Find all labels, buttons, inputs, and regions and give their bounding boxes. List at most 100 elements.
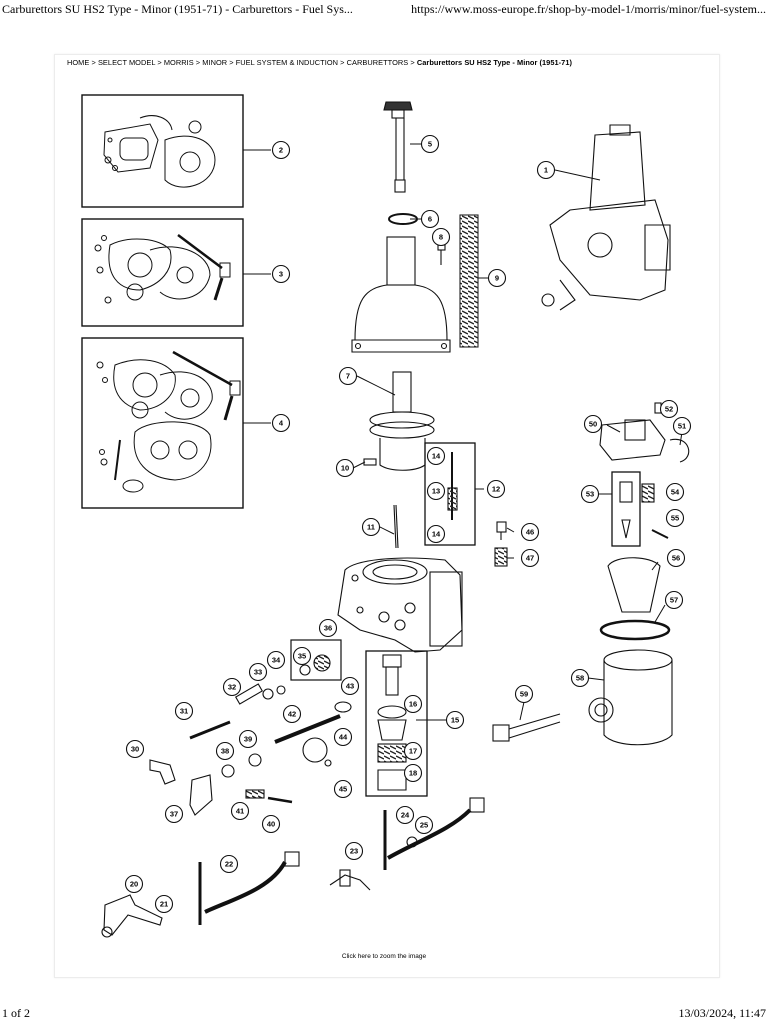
callout-label-22[interactable]: 22 (225, 860, 233, 869)
callout-label-32[interactable]: 32 (228, 683, 236, 692)
callout-label-35[interactable]: 35 (298, 652, 306, 661)
callout-circle[interactable] (344, 841, 364, 861)
callout-label-41[interactable]: 41 (236, 807, 244, 816)
breadcrumb-item-select-model[interactable]: SELECT MODEL (97, 58, 156, 67)
callout-label-23[interactable]: 23 (350, 847, 358, 856)
breadcrumb-item-home[interactable]: HOME (67, 58, 90, 67)
callout-label-50[interactable]: 50 (589, 420, 597, 429)
callout-circle[interactable] (487, 268, 507, 288)
callout-circle[interactable] (222, 677, 242, 697)
callout-label-42[interactable]: 42 (288, 710, 296, 719)
callout-circle[interactable] (664, 590, 684, 610)
callout-circle[interactable] (665, 482, 685, 502)
callout-circle[interactable] (520, 548, 540, 568)
callout-label-57[interactable]: 57 (670, 596, 678, 605)
callout-label-52[interactable]: 52 (665, 405, 673, 414)
callout-circle[interactable] (403, 694, 423, 714)
callout-label-14[interactable]: 14 (432, 452, 441, 461)
callout-circle[interactable] (666, 548, 686, 568)
callout-circle[interactable] (282, 704, 302, 724)
breadcrumb-item-morris[interactable]: MORRIS (163, 58, 194, 67)
callout-circle[interactable] (271, 413, 291, 433)
callout-circle[interactable] (125, 739, 145, 759)
callout-label-25[interactable]: 25 (420, 821, 428, 830)
callout-circle[interactable] (426, 446, 446, 466)
callout-label-46[interactable]: 46 (526, 528, 534, 537)
callout-circle[interactable] (215, 741, 235, 761)
breadcrumb-item-minor[interactable]: MINOR (202, 58, 228, 67)
callout-circle[interactable] (570, 668, 590, 688)
callout-circle[interactable] (124, 874, 144, 894)
callout-label-17[interactable]: 17 (409, 747, 417, 756)
callout-label-6[interactable]: 6 (428, 215, 432, 224)
callout-circle[interactable] (403, 763, 423, 783)
callout-circle[interactable] (333, 727, 353, 747)
callout-label-45[interactable]: 45 (339, 785, 347, 794)
callout-circle[interactable] (520, 522, 540, 542)
callout-circle[interactable] (665, 508, 685, 528)
callout-circle[interactable] (536, 160, 556, 180)
callout-label-53[interactable]: 53 (586, 490, 594, 499)
callout-circle[interactable] (426, 481, 446, 501)
callout-label-47[interactable]: 47 (526, 554, 534, 563)
callout-label-54[interactable]: 54 (671, 488, 680, 497)
callout-label-44[interactable]: 44 (339, 733, 348, 742)
callout-circle[interactable] (338, 366, 358, 386)
callout-label-13[interactable]: 13 (432, 487, 440, 496)
callout-circle[interactable] (333, 779, 353, 799)
callout-circle[interactable] (361, 517, 381, 537)
callout-label-12[interactable]: 12 (492, 485, 500, 494)
callout-circle[interactable] (266, 650, 286, 670)
callout-label-30[interactable]: 30 (131, 745, 139, 754)
callout-label-37[interactable]: 37 (170, 810, 178, 819)
callout-circle[interactable] (335, 458, 355, 478)
callout-circle[interactable] (420, 209, 440, 229)
callout-label-15[interactable]: 15 (451, 716, 459, 725)
callout-label-21[interactable]: 21 (160, 900, 168, 909)
callout-label-10[interactable]: 10 (341, 464, 349, 473)
callout-label-2[interactable]: 2 (279, 146, 283, 155)
callout-label-51[interactable]: 51 (678, 422, 686, 431)
callout-circle[interactable] (248, 662, 268, 682)
callout-label-11[interactable]: 11 (367, 523, 375, 532)
callout-label-7[interactable]: 7 (346, 372, 350, 381)
callout-circle[interactable] (395, 805, 415, 825)
callout-circle[interactable] (431, 227, 451, 247)
callout-circle[interactable] (672, 416, 692, 436)
callout-circle[interactable] (403, 741, 423, 761)
callout-label-14[interactable]: 14 (432, 530, 441, 539)
callout-label-33[interactable]: 33 (254, 668, 262, 677)
callout-label-36[interactable]: 36 (324, 624, 332, 633)
callout-label-5[interactable]: 5 (428, 140, 432, 149)
callout-circle[interactable] (164, 804, 184, 824)
zoom-image-link[interactable]: Click here to zoom the image (341, 953, 427, 960)
callout-circle[interactable] (445, 710, 465, 730)
callout-label-58[interactable]: 58 (576, 674, 584, 683)
callout-circle[interactable] (514, 684, 534, 704)
callout-circle[interactable] (486, 479, 506, 499)
callout-circle[interactable] (414, 815, 434, 835)
callout-circle[interactable] (271, 264, 291, 284)
callout-badges[interactable]: 1234567891011121314141516171820212223242… (124, 134, 692, 914)
callout-label-39[interactable]: 39 (244, 735, 252, 744)
callout-circle[interactable] (580, 484, 600, 504)
callout-label-3[interactable]: 3 (279, 270, 283, 279)
callout-circle[interactable] (659, 399, 679, 419)
callout-circle[interactable] (238, 729, 258, 749)
callout-circle[interactable] (230, 801, 250, 821)
callout-circle[interactable] (292, 646, 312, 666)
callout-circle[interactable] (261, 814, 281, 834)
callout-label-9[interactable]: 9 (495, 274, 499, 283)
breadcrumb-item-carburettors[interactable]: CARBURETTORS (346, 58, 409, 67)
callout-label-40[interactable]: 40 (267, 820, 275, 829)
callout-label-24[interactable]: 24 (401, 811, 410, 820)
callout-label-34[interactable]: 34 (272, 656, 281, 665)
callout-circle[interactable] (271, 140, 291, 160)
callout-label-20[interactable]: 20 (130, 880, 138, 889)
callout-circle[interactable] (340, 676, 360, 696)
breadcrumb-item-fuel-system[interactable]: FUEL SYSTEM & INDUCTION (235, 58, 339, 67)
callout-circle[interactable] (219, 854, 239, 874)
callout-label-38[interactable]: 38 (221, 747, 229, 756)
callout-label-43[interactable]: 43 (346, 682, 354, 691)
